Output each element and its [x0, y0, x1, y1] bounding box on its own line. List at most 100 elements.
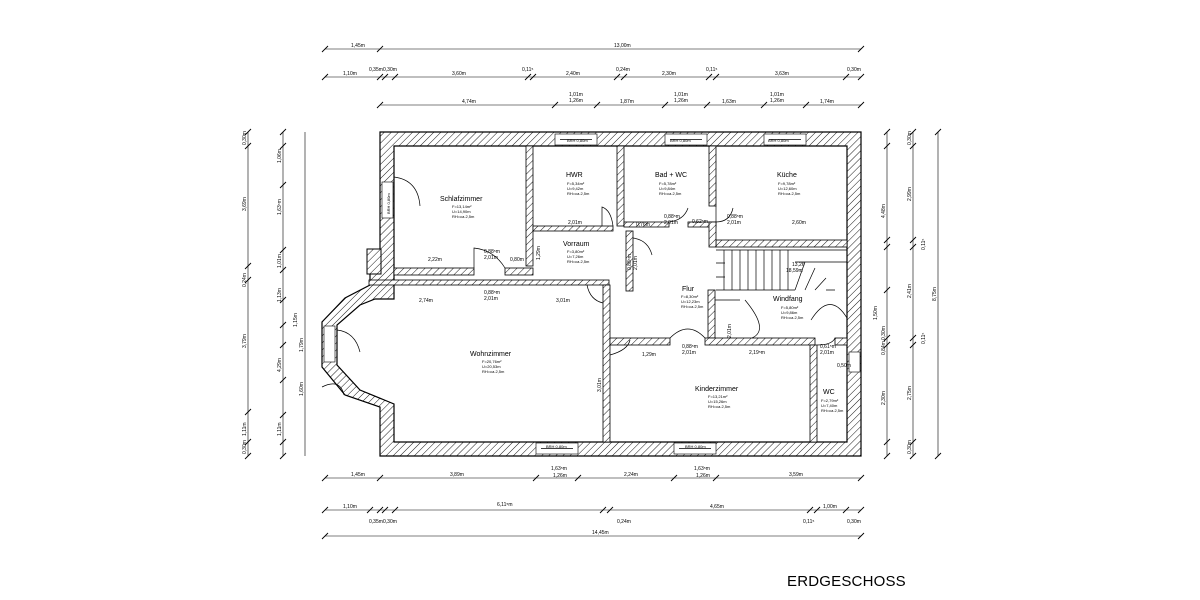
dimension-tick [883, 142, 891, 150]
dimension-tick [703, 101, 711, 109]
dimension-tick [279, 411, 287, 419]
dim-bottom2-4: 0,24m [617, 519, 631, 525]
dim-bottom2-1: 0,35m [369, 519, 383, 525]
dimension-tick [883, 128, 891, 136]
idim-28: 3,01m [597, 378, 603, 392]
idim-2: 2,01m [484, 255, 498, 261]
dim-top2-4: 0,11⁵ [522, 67, 533, 73]
dimension-tick [599, 506, 607, 514]
dim-bottom1-0: 1,45m [351, 472, 365, 478]
dimension-tick [321, 506, 329, 514]
dimension-tick [244, 142, 252, 150]
room-area-vorraum: F=3,80m² [567, 249, 585, 254]
dim-bottom1-2: 1,63⁵m [551, 466, 567, 472]
dimension-tick [842, 506, 850, 514]
room-name-kinderzimmer: Kinderzimmer [695, 386, 739, 393]
room-perim-wc: U=7,40m [821, 403, 838, 408]
dim-left2-2: 1,01m [277, 254, 283, 268]
dimension-tick [244, 452, 252, 460]
room-perim-schlafzimmer: U=14,90m [452, 209, 471, 214]
room-height-hwr: RH=ca.2,5m [567, 191, 590, 196]
dimension-tick [883, 286, 891, 294]
dim-right2-2: 0,30m [881, 326, 887, 340]
dim-right-2: 0,11⁵ [921, 239, 927, 250]
dim-top2-5: 2,40m [566, 71, 580, 77]
brh-label-3: BRH 0,80m [768, 138, 789, 143]
room-bad-wc: Bad + WC F=5,78m² U=9,84m RH=ca.2,5m [655, 172, 687, 196]
dimension-tick [279, 128, 287, 136]
dim-top3-3: 1,87m [620, 99, 634, 105]
dim-left-5: 0,30m [242, 440, 248, 454]
room-height-windfang: RH=ca.2,5m [781, 315, 804, 320]
room-area-kinderzimmer: F=13,21m² [708, 394, 728, 399]
dim-right2-0: 4,48m [881, 204, 887, 218]
dimension-tick [909, 334, 917, 342]
dimension-tick [244, 276, 252, 284]
room-perim-hwr: U=9,42m [567, 186, 584, 191]
dimension-tick [670, 474, 678, 482]
room-perim-bad: U=9,84m [659, 186, 676, 191]
brh-label-5: BRH 0,80m [685, 444, 706, 449]
room-height-vorraum: RH=ca.2,5m [567, 259, 590, 264]
dim-top2-6: 0,24m [616, 67, 630, 73]
dimension-tick [883, 334, 891, 342]
dimension-tick [593, 101, 601, 109]
idim-9: 0,88⁵m [727, 214, 743, 220]
dimension-tick [244, 128, 252, 136]
dim-top2-3: 3,60m [452, 71, 466, 77]
room-height-kinderzimmer: RH=ca.2,5m [708, 404, 731, 409]
idim-4: 1,29m [536, 246, 542, 260]
idim-25: 13,26 [792, 262, 805, 268]
dim-top3-0: 4,74m [462, 99, 476, 105]
idim-3: 0,80m [510, 257, 524, 263]
idim-5: 0,76m [636, 222, 650, 228]
room-perim-kinderzimmer: U=15,26m [708, 399, 727, 404]
brh-label-2: BRH 0,80m [670, 138, 691, 143]
dimension-tick [813, 506, 821, 514]
dimension-tick [802, 101, 810, 109]
dim-top3-5: 1,26m [674, 98, 688, 104]
dimension-tick [842, 73, 850, 81]
dimension-tick [883, 243, 891, 251]
dimension-tick [620, 73, 628, 81]
room-perim-flur: U=12,23m [681, 299, 700, 304]
dimension-tick [883, 341, 891, 349]
dim-left2-5: 1,79m [299, 338, 305, 352]
dimension-tick [712, 474, 720, 482]
room-name-hwr: HWR [566, 172, 583, 179]
top-dimensions: 1,45m 13,00m 1,10m 0,35m 0,30m 3,60m 0,1… [343, 43, 861, 105]
brh-label-1: BRH 0,80m [567, 138, 588, 143]
dim-top3-9: 1,74m [820, 99, 834, 105]
idim-14: 2,74m [419, 298, 433, 304]
dim-right-0: 0,30m [907, 131, 913, 145]
idim-18: 1,29m [642, 352, 656, 358]
dim-right-4: 0,11⁵ [921, 333, 927, 344]
dimension-tick [381, 73, 389, 81]
dim-top2-8: 0,11⁵ [706, 67, 717, 73]
dim-bottom3-0: 14,45m [592, 530, 609, 536]
idim-21: 2,19⁵m [749, 350, 765, 356]
dim-bottom2-2: 0,30m [383, 519, 397, 525]
dim-top2-7: 2,30m [662, 71, 676, 77]
dimension-tick [574, 474, 582, 482]
dimension-tick [279, 266, 287, 274]
dimension-tick [376, 506, 384, 514]
dimension-tick [279, 142, 287, 150]
dimension-tick [279, 246, 287, 254]
dimension-tick [244, 408, 252, 416]
dimension-tick [857, 506, 865, 514]
room-perim-kueche: U=12,60m [778, 186, 797, 191]
dim-left-3: 3,79m [242, 334, 248, 348]
dim-right-1: 2,99m [907, 187, 913, 201]
door-swings [321, 176, 848, 396]
dimension-tick [279, 341, 287, 349]
room-height-wc: RH=ca.2,5m [821, 408, 844, 413]
dimension-tick [381, 506, 389, 514]
dim-left2-1: 1,63⁵m [277, 199, 283, 215]
room-kinderzimmer: Kinderzimmer F=13,21m² U=15,26m RH=ca.2,… [695, 386, 739, 409]
dim-top3-8: 1,26m [770, 98, 784, 104]
room-hwr: HWR F=5,34m² U=9,42m RH=ca.2,5m [566, 172, 590, 196]
room-height-wohnzimmer: RH=ca.2,5m [482, 369, 505, 374]
dim-left-0: 0,30m [242, 131, 248, 145]
brh-label-6: BRH 0,80m [386, 193, 391, 214]
